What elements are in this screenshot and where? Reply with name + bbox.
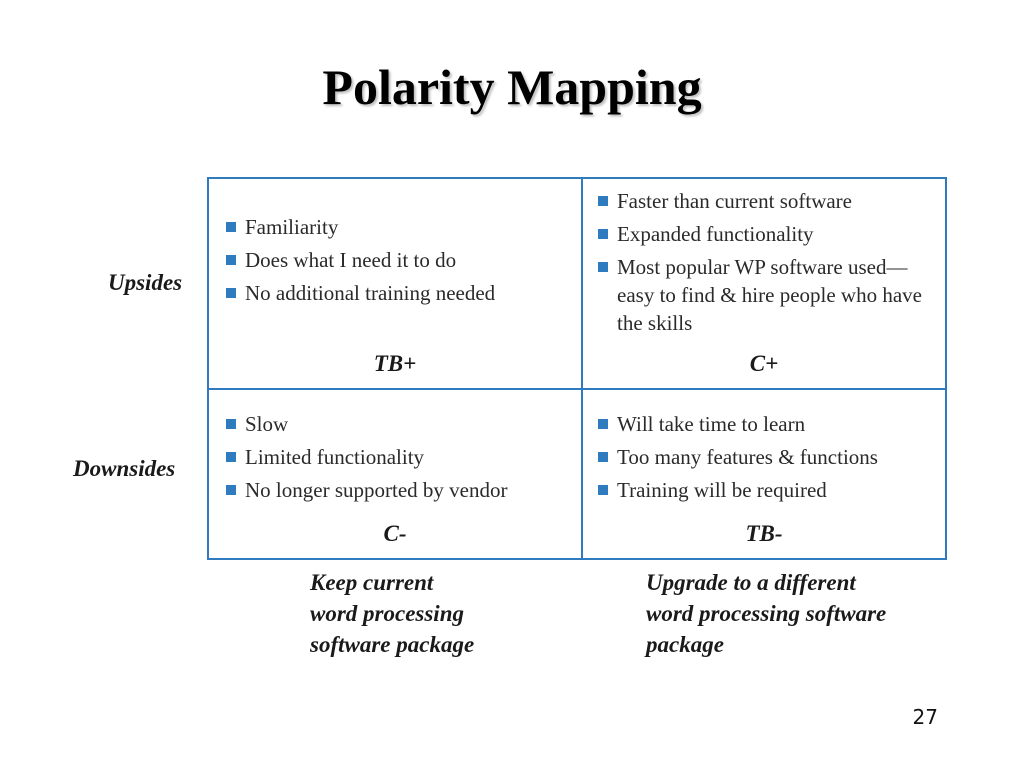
quadrant-top-right-tag: C+ — [749, 351, 779, 376]
quadrant-bottom-right-list: Will take time to learn Too many feature… — [595, 410, 935, 504]
quadrant-top-left: Familiarity Does what I need it to do No… — [223, 213, 573, 312]
row-label-upsides: Upsides — [108, 270, 183, 295]
list-item: Familiarity — [223, 213, 573, 241]
column-label-line: package — [646, 632, 724, 657]
list-item: No longer supported by vendor — [223, 476, 573, 504]
grid-horizontal-divider — [209, 388, 945, 390]
slide-title: Polarity Mapping — [322, 59, 702, 115]
list-item-text: No additional training needed — [245, 281, 496, 305]
list-item-text: Limited functionality — [245, 445, 425, 469]
square-bullet-icon — [598, 485, 608, 495]
quadrant-bottom-left-tag: C- — [383, 521, 407, 546]
list-item: Does what I need it to do — [223, 246, 573, 274]
list-item: Most popular WP software used—easy to fi… — [595, 253, 935, 337]
list-item: Too many features & functions — [595, 443, 935, 471]
column-label-line: Upgrade to a different — [646, 570, 856, 595]
list-item-text: Most popular WP software used—easy to fi… — [617, 255, 922, 335]
quadrant-top-left-tag: TB+ — [373, 351, 417, 376]
square-bullet-icon — [226, 255, 236, 265]
square-bullet-icon — [226, 452, 236, 462]
square-bullet-icon — [226, 485, 236, 495]
list-item: No additional training needed — [223, 279, 573, 307]
list-item: Expanded functionality — [595, 220, 935, 248]
list-item-text: Faster than current software — [617, 189, 852, 213]
square-bullet-icon — [226, 419, 236, 429]
quadrant-top-left-list: Familiarity Does what I need it to do No… — [223, 213, 573, 307]
square-bullet-icon — [226, 288, 236, 298]
list-item-text: No longer supported by vendor — [245, 478, 508, 502]
square-bullet-icon — [598, 419, 608, 429]
square-bullet-icon — [598, 452, 608, 462]
list-item: Limited functionality — [223, 443, 573, 471]
column-label-line: word processing — [310, 601, 464, 626]
square-bullet-icon — [598, 196, 608, 206]
list-item-text: Familiarity — [245, 215, 339, 239]
list-item-text: Expanded functionality — [617, 222, 814, 246]
quadrant-top-right: Faster than current software Expanded fu… — [595, 187, 935, 337]
column-label-upgrade: Upgrade to a different word processing s… — [646, 567, 946, 660]
row-label-downsides: Downsides — [73, 456, 176, 481]
square-bullet-icon — [598, 262, 608, 272]
column-label-line: Keep current — [310, 570, 434, 595]
quadrant-top-right-list: Faster than current software Expanded fu… — [595, 187, 935, 337]
quadrant-bottom-right: Will take time to learn Too many feature… — [595, 410, 935, 509]
list-item-text: Training will be required — [617, 478, 827, 502]
column-label-keep-current: Keep current word processing software pa… — [310, 567, 550, 660]
list-item-text: Too many features & functions — [617, 445, 878, 469]
grid-vertical-divider — [581, 179, 583, 558]
list-item-text: Will take time to learn — [617, 412, 806, 436]
quadrant-bottom-left-list: Slow Limited functionality No longer sup… — [223, 410, 573, 504]
quadrant-bottom-right-tag: TB- — [745, 521, 783, 546]
list-item: Slow — [223, 410, 573, 438]
column-label-line: word processing software — [646, 601, 887, 626]
page-number: 27 — [912, 705, 938, 729]
column-label-line: software package — [310, 632, 475, 657]
list-item: Training will be required — [595, 476, 935, 504]
list-item: Faster than current software — [595, 187, 935, 215]
quadrant-bottom-left: Slow Limited functionality No longer sup… — [223, 410, 573, 509]
square-bullet-icon — [598, 229, 608, 239]
list-item-text: Slow — [245, 412, 289, 436]
list-item-text: Does what I need it to do — [245, 248, 457, 272]
list-item: Will take time to learn — [595, 410, 935, 438]
polarity-grid: Familiarity Does what I need it to do No… — [207, 177, 947, 560]
square-bullet-icon — [226, 222, 236, 232]
